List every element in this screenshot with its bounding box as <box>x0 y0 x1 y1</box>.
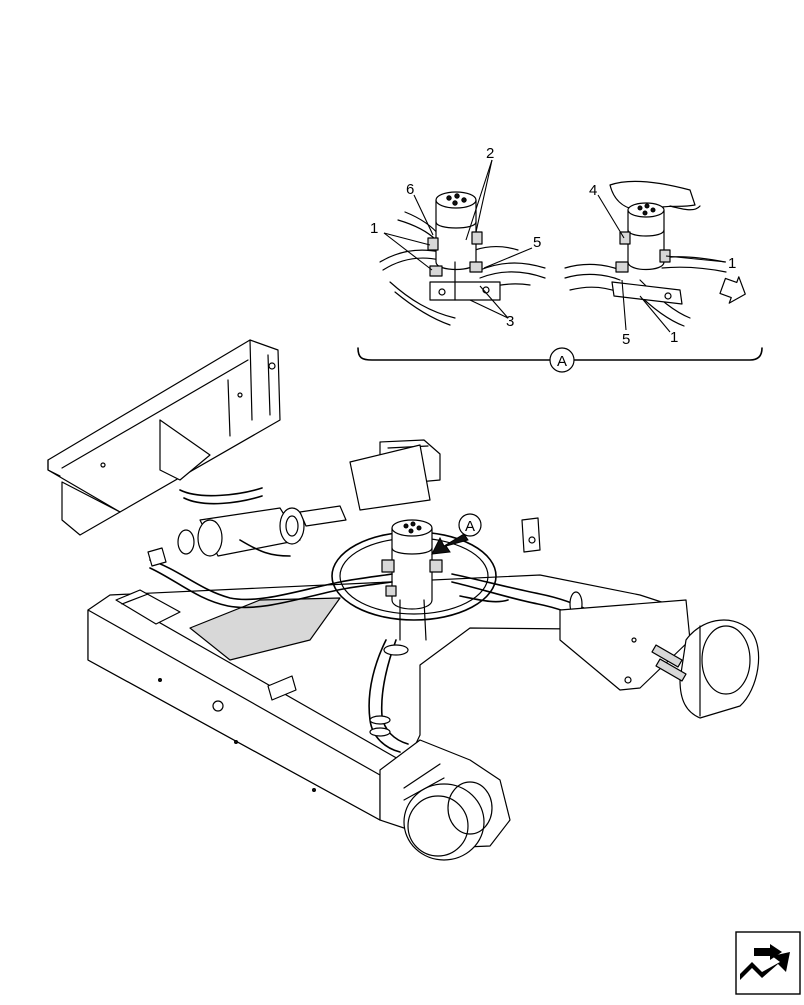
callout-1-right-upper: 1 <box>728 255 736 272</box>
detail-a-label: A <box>557 353 567 370</box>
callout-a-arrow <box>431 513 482 555</box>
detail-a-left-view <box>379 191 546 326</box>
hose-routing <box>147 487 637 753</box>
callout-2: 2 <box>486 145 494 162</box>
callout-3: 3 <box>506 313 514 330</box>
callout-5-right: 5 <box>622 331 630 348</box>
callout-4: 4 <box>589 182 597 199</box>
page-navigation-icon[interactable] <box>735 931 801 995</box>
callout-5-left: 5 <box>533 234 541 251</box>
detail-bracket <box>357 347 763 373</box>
callout-6: 6 <box>406 181 414 198</box>
callout-leaders <box>383 159 727 333</box>
callout-a-main: A <box>465 518 475 535</box>
detail-a-right-view <box>564 180 727 327</box>
swivel-joint <box>381 519 443 641</box>
main-frame <box>87 439 687 821</box>
upper-frame <box>47 339 281 536</box>
callout-1-left: 1 <box>370 220 378 237</box>
right-track-motor <box>559 599 760 719</box>
rear-track-motor <box>379 739 511 861</box>
callout-1-right-lower: 1 <box>670 329 678 346</box>
arrow-icon <box>719 276 746 304</box>
